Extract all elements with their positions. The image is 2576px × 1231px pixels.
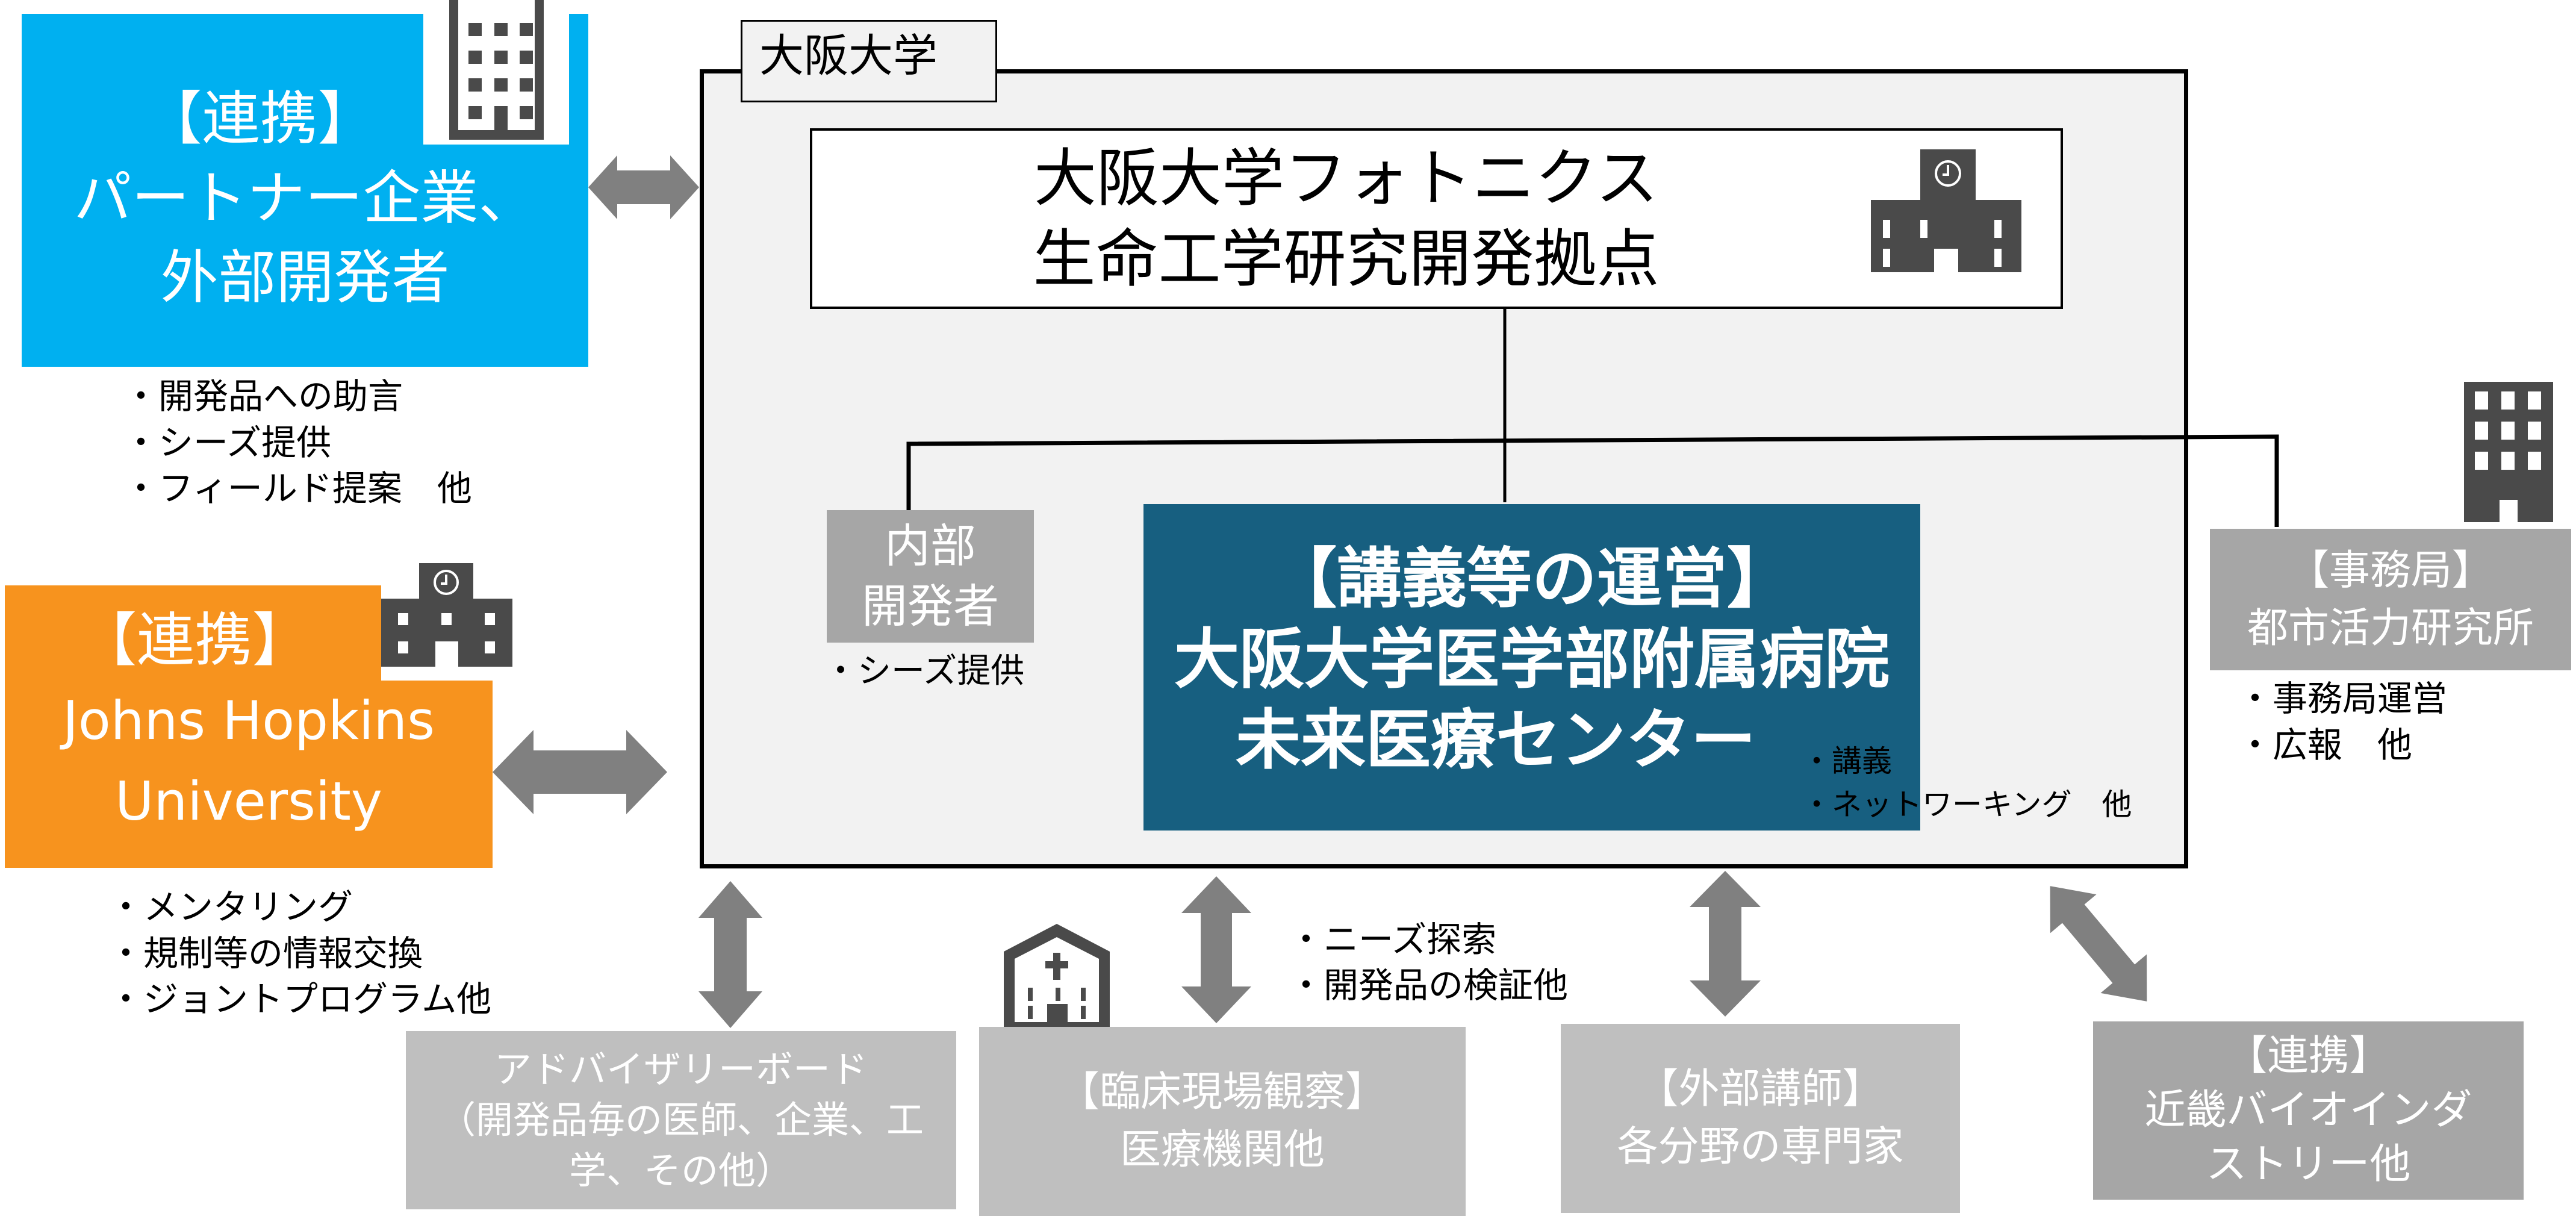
photonics-line-1: 大阪大学フォトニクス (1034, 142, 1658, 215)
clinical-line-2: 医療機関他 (1119, 1126, 1325, 1174)
partner-line-2: パートナー企業、 (73, 164, 537, 232)
advisory-line-3: 学、その他） (568, 1148, 793, 1192)
internal-developer-bullets: ・シーズ提供 (824, 649, 1024, 694)
school-clock-icon (381, 563, 512, 667)
hospital-icon (1004, 924, 1110, 1029)
connector-horizontal-branch (906, 434, 2279, 536)
bullet-item: ・広報 他 (2238, 724, 2413, 765)
kinki-line-2: 近畿バイオインダ (2144, 1086, 2472, 1134)
bullet-item: ・シーズ提供 (123, 422, 332, 463)
double-arrow-vertical-icon (1181, 876, 1251, 1023)
external-lecturer-box: 【外部講師】 各分野の専門家 (1561, 1024, 1960, 1213)
jhu-box: 【連携】 Johns Hopkins University (5, 585, 493, 868)
office-building-icon (449, 0, 544, 140)
partner-bullets: ・開発品への助言 ・シーズ提供 ・フィールド提案 他 (123, 373, 472, 512)
jhu-line-2: Johns Hopkins (62, 690, 435, 752)
osaka-university-label: 大阪大学 (741, 20, 997, 102)
double-arrow-vertical-icon (1690, 871, 1761, 1017)
jhu-bullets: ・メンタリング ・規制等の情報交換 ・ジョントプログラム他 (108, 884, 491, 1023)
photonics-icon-bg (1871, 145, 2021, 276)
advisory-line-2: （開発品毎の医師、企業、工 (438, 1098, 924, 1142)
center-title: 【講義等の運営】 (1271, 541, 1792, 617)
secretariat-bullets: ・事務局運営 ・広報 他 (2238, 676, 2447, 768)
bullet-item: ・開発品への助言 (123, 376, 403, 417)
partner-title: 【連携】 (144, 85, 376, 152)
advisory-board-box: アドバイザリーボード （開発品毎の医師、企業、工 学、その他） (406, 1031, 956, 1209)
double-arrow-vertical-icon (698, 881, 762, 1028)
bullet-item: ・講義 (1802, 744, 1892, 779)
office-building-icon (2464, 382, 2553, 522)
jhu-title: 【連携】 (79, 606, 310, 674)
kinki-line-3: ストリー他 (2206, 1141, 2411, 1188)
partner-icon-bg (423, 0, 569, 145)
bullet-item: ・事務局運営 (2238, 678, 2448, 719)
photonics-line-2: 生命工学研究開発拠点 (1033, 222, 1660, 296)
double-arrow-diagonal-icon (2050, 886, 2147, 1002)
school-clock-icon (1871, 149, 2021, 272)
kinki-title: 【連携】 (2226, 1032, 2391, 1080)
future-medicine-center-box: 【講義等の運営】 大阪大学医学部附属病院 未来医療センター (1143, 504, 1920, 831)
center-line-3: 未来医療センター (1235, 703, 1756, 778)
jhu-line-3: University (115, 770, 382, 832)
clinical-observation-box: 【臨床現場観察】 医療機関他 (979, 1027, 1466, 1216)
jhu-box-top (5, 585, 381, 682)
bullet-item: ・フィールド提案 他 (123, 468, 472, 510)
lecturer-line-2: 各分野の専門家 (1617, 1123, 1904, 1171)
jhu-icon-bg (381, 549, 512, 681)
lecturer-title: 【外部講師】 (1637, 1065, 1884, 1113)
bullet-item: ・ニーズ探索 (1289, 919, 1497, 960)
hospital-icon-bg (1003, 923, 1111, 1029)
photonics-center-box: 大阪大学フォトニクス 生命工学研究開発拠点 (810, 128, 2063, 309)
jhu-box-bottom (5, 681, 493, 868)
secretariat-title: 【事務局】 (2288, 546, 2493, 594)
bullet-item: ・ジョントプログラム他 (108, 979, 492, 1020)
center-line-2: 大阪大学医学部附属病院 (1174, 622, 1890, 697)
bullet-item: ・開発品の検証他 (1289, 965, 1569, 1006)
advisory-line-1: アドバイザリーボード (494, 1047, 868, 1091)
internal-developer-line-2: 開発者 (862, 579, 999, 633)
double-arrow-horizontal-icon (588, 155, 699, 219)
secretariat-icon-bg (2439, 379, 2576, 523)
bullet-item: ・ネットワーキング 他 (1802, 787, 2132, 822)
bullet-item: ・シーズ提供 (824, 652, 1025, 691)
secretariat-line-2: 都市活力研究所 (2247, 604, 2534, 652)
bullet-item: ・メンタリング (108, 887, 353, 927)
clinical-bullets: ・ニーズ探索 ・開発品の検証他 (1289, 917, 1568, 1008)
center-bullets: ・講義 ・ネットワーキング 他 (1802, 740, 2132, 826)
kinki-bio-industry-box: 【連携】 近畿バイオインダ ストリー他 (2093, 1021, 2524, 1200)
double-arrow-horizontal-icon (493, 730, 667, 814)
internal-developer-line-1: 内部 (885, 519, 976, 573)
internal-developer-box: 内部 開発者 (827, 510, 1034, 643)
bullet-item: ・規制等の情報交換 (108, 932, 423, 974)
clinical-title: 【臨床現場観察】 (1058, 1068, 1386, 1116)
secretariat-box: 【事務局】 都市活力研究所 (2210, 529, 2571, 670)
partner-line-3: 外部開発者 (160, 244, 450, 311)
